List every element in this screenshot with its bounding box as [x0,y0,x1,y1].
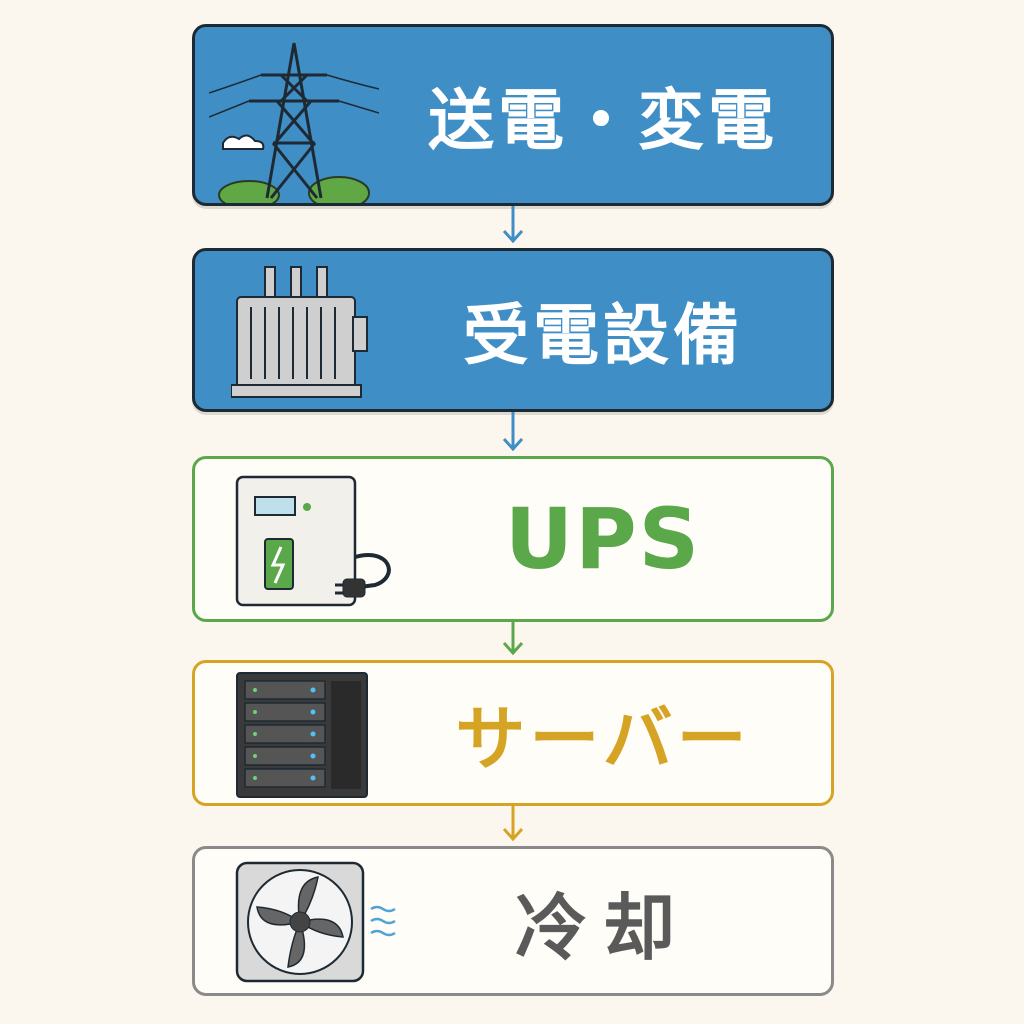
step-label: 送電・変電 [428,82,778,159]
arrow-down-icon [502,206,524,244]
ups-battery-icon [235,475,391,607]
step-label: UPS [504,490,702,588]
cooling-fan-icon [235,861,396,983]
step-ups: UPS [192,456,834,622]
step-transmission: 送電・変電 [192,24,834,206]
server-rack-icon [236,672,368,798]
transmission-tower-icon [209,42,379,203]
step-label: 冷却 [514,885,691,970]
step-label: サーバー [455,697,751,780]
arrow-down-icon [502,412,524,452]
step-cooling: 冷却 [192,846,834,996]
arrow-down-icon [502,622,524,656]
transformer-icon [231,266,368,398]
step-label: 受電設備 [463,297,743,374]
step-server: サーバー [192,660,834,806]
arrow-down-icon [502,806,524,842]
step-substation: 受電設備 [192,248,834,412]
